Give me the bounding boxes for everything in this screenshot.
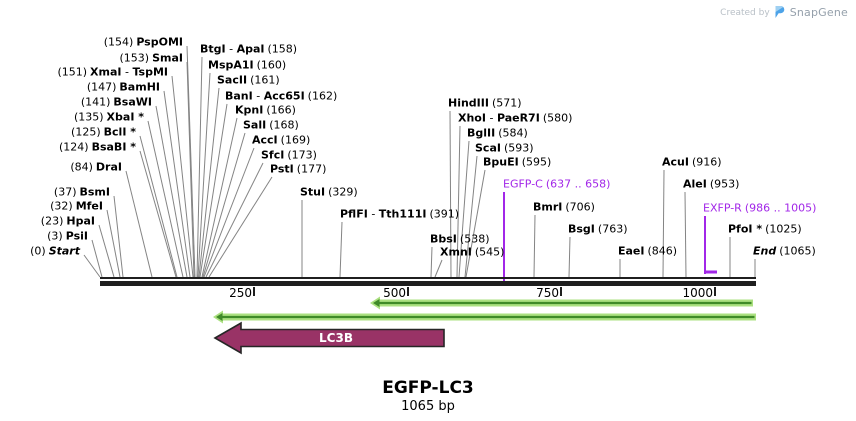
site-label-bpuei: BpuEI(595) bbox=[483, 155, 552, 169]
site-line-mfei bbox=[106, 209, 121, 278]
feature-label-lc3b: LC3B bbox=[319, 331, 353, 345]
site-label-eaei: EaeI(846) bbox=[618, 244, 678, 258]
site-label-stui: StuI(329) bbox=[300, 185, 358, 199]
site-line-bsgi bbox=[568, 236, 571, 278]
site-label-scai: ScaI(593) bbox=[475, 141, 534, 155]
site-line-kpni bbox=[201, 117, 238, 278]
site-line-bamhi bbox=[163, 90, 191, 278]
site-label-xhoi-paer7i: XhoI - PaeR7I(580) bbox=[458, 111, 573, 125]
site-line-xmai-tspmi bbox=[171, 75, 194, 278]
site-label-bamhi: (147)BamHI bbox=[86, 80, 160, 94]
site-line-bcli bbox=[139, 135, 178, 278]
site-label-bbsi: BbsI(538) bbox=[430, 232, 490, 246]
site-line-bsawi bbox=[155, 105, 188, 278]
site-line-xbai bbox=[147, 120, 184, 278]
site-label-mspa1i: MspA1I(160) bbox=[208, 58, 287, 72]
site-line-alei bbox=[684, 191, 687, 278]
site-label-xbai: (135)XbaI * bbox=[73, 110, 144, 124]
site-label-mfei: (32)MfeI bbox=[50, 199, 103, 213]
site-line-psti bbox=[208, 176, 273, 278]
site-label-pfoi: PfoI *(1025) bbox=[728, 222, 802, 236]
site-label-psii: (3)PsiI bbox=[47, 229, 88, 243]
site-line-psii bbox=[91, 239, 103, 278]
ruler-tick-label-1000: 1000 bbox=[682, 286, 713, 300]
ruler-tick-label-750: 750 bbox=[536, 286, 559, 300]
site-line-sfci bbox=[205, 162, 264, 278]
site-label-bcli: (125)BclI * bbox=[71, 125, 136, 139]
site-label-bglii: BglII(584) bbox=[467, 126, 528, 140]
site-label-start: (0)Start bbox=[30, 244, 80, 258]
site-line-scai bbox=[464, 155, 478, 278]
ruler-tick-label-250: 250 bbox=[229, 286, 252, 300]
site-label-hindiii: HindIII(571) bbox=[448, 96, 522, 110]
site-label-bani-acc65i: BanI - Acc65I(162) bbox=[225, 89, 338, 103]
site-label-pflfi-tth111i: PflFI - Tth111I(391) bbox=[340, 207, 460, 221]
site-line-start bbox=[83, 254, 101, 278]
snapgene-logo-icon bbox=[775, 5, 784, 18]
site-label-hpai: (23)HpaI bbox=[40, 214, 95, 228]
site-label-psti: PstI(177) bbox=[270, 162, 327, 176]
title-block: EGFP-LC3 1065 bp bbox=[0, 379, 856, 415]
orf-arrowhead-dark bbox=[373, 299, 380, 307]
site-line-bmri bbox=[533, 214, 536, 278]
site-label-acci: AccI(169) bbox=[252, 133, 311, 147]
sequence-length: 1065 bp bbox=[401, 399, 455, 414]
site-label-btgi-apai: BtgI - ApaI(158) bbox=[200, 42, 298, 56]
site-line-bglii bbox=[458, 140, 470, 278]
site-label-acui: AcuI(916) bbox=[662, 155, 722, 169]
site-line-sacii bbox=[198, 87, 220, 278]
site-label-kpni: KpnI(166) bbox=[235, 103, 296, 117]
site-line-drai bbox=[125, 170, 153, 278]
orf-arrowhead-dark bbox=[216, 313, 223, 321]
site-label-bmri: BmrI(706) bbox=[533, 200, 595, 214]
site-label-drai: (84)DraI bbox=[70, 160, 122, 174]
site-label-bsgi: BsgI(763) bbox=[568, 222, 628, 236]
site-label-sfci: SfcI(173) bbox=[261, 148, 317, 162]
site-label-sacii: SacII(161) bbox=[217, 73, 280, 87]
site-line-xhoi-paer7i bbox=[456, 125, 461, 278]
ruler-tick-label-500: 500 bbox=[383, 286, 406, 300]
site-line-smai bbox=[186, 61, 195, 278]
site-label-bsabi: (124)BsaBI * bbox=[58, 140, 136, 154]
feature-arrow-lc3b bbox=[213, 321, 445, 355]
site-line-hpai bbox=[98, 224, 115, 278]
site-line-bbsi bbox=[430, 246, 433, 278]
site-label-bsawi: (141)BsaWI bbox=[80, 95, 152, 109]
site-label-bsmi: (37)BsmI bbox=[53, 185, 110, 199]
site-line-acui bbox=[662, 169, 665, 278]
site-label-smai: (153)SmaI bbox=[119, 51, 184, 65]
site-line-acci bbox=[203, 147, 255, 278]
site-line-bani-acc65i bbox=[199, 103, 228, 278]
site-line-bsmi bbox=[113, 195, 124, 278]
site-label-sali: SalI(168) bbox=[243, 118, 299, 132]
site-line-sali bbox=[202, 132, 246, 278]
site-line-hindiii bbox=[449, 110, 452, 278]
site-line-bpuei bbox=[465, 169, 486, 278]
site-label-end: End(1065) bbox=[753, 244, 816, 258]
site-line-bsabi bbox=[139, 150, 177, 278]
site-line-xmni bbox=[434, 259, 443, 278]
snapgene-brand-text: SnapGene bbox=[789, 6, 848, 19]
site-line-pflfi-tth111i bbox=[339, 221, 343, 278]
primer-label-exfp-r: EXFP-R(986 .. 1005) bbox=[703, 201, 817, 215]
created-by-text: Created by bbox=[720, 7, 770, 18]
site-label-xmni: XmnI(545) bbox=[440, 245, 505, 259]
site-line-btgi-apai bbox=[196, 56, 203, 278]
sequence-title: EGFP-LC3 bbox=[382, 378, 474, 398]
site-line-pspomi bbox=[186, 45, 196, 278]
site-label-alei: AleI(953) bbox=[683, 177, 740, 191]
site-label-xmai-tspmi: (151)XmaI - TspMI bbox=[57, 65, 168, 79]
site-label-pspomi: (154)PspOMI bbox=[103, 35, 183, 49]
primer-label-egfp-c: EGFP-C(637 .. 658) bbox=[503, 177, 611, 191]
snapgene-credit: Created by SnapGene bbox=[720, 5, 848, 20]
site-line-mspa1i bbox=[197, 72, 211, 278]
